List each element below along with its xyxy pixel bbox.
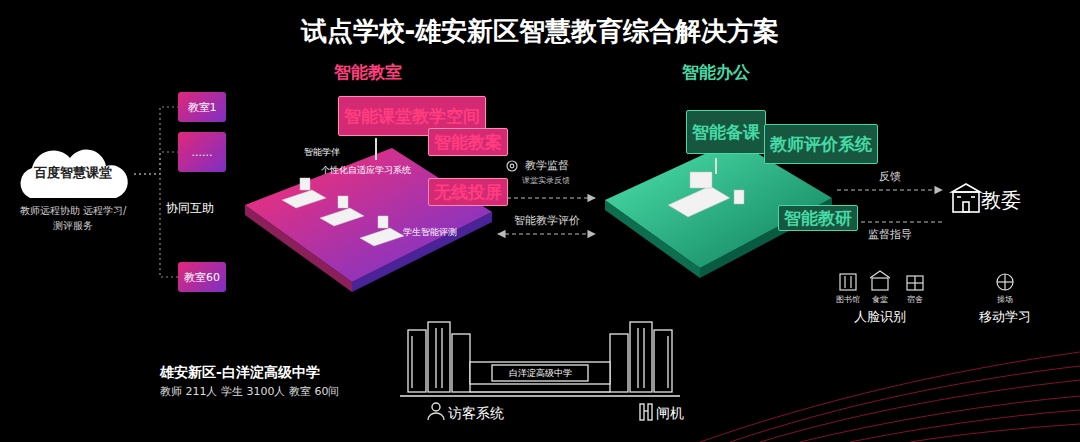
node-label: 教室60	[184, 270, 220, 285]
text-label: 智能学伴	[304, 147, 340, 158]
classroom-box: 教室60	[178, 262, 226, 292]
webcam-icon	[507, 161, 517, 171]
screen-box: 教师评价系统	[764, 124, 878, 164]
classroom-box: ......	[178, 132, 226, 172]
bracket-connector	[134, 174, 178, 277]
node-label: 智能教研	[784, 208, 852, 228]
arrow-connector	[837, 189, 942, 190]
classroom-platform: 智能教室智能课堂教学空间智能教案无线投屏	[240, 62, 495, 297]
text-label: 雄安新区-白洋淀高级中学	[160, 364, 320, 381]
text-label: 学生智能评测	[403, 227, 457, 238]
text-label: 人脸识别	[854, 309, 906, 325]
text-label: 闸机	[656, 405, 684, 422]
text-label: 操场	[997, 295, 1013, 305]
classroom-platform	[245, 138, 492, 292]
screen-box: 无线投屏	[428, 178, 508, 206]
node-label: 智能办公	[598, 62, 834, 82]
bracket-connector	[134, 152, 178, 174]
node-label: 智能备课	[692, 122, 760, 142]
edge-label: 监督指导	[865, 228, 915, 241]
education-bureau-icon	[952, 184, 980, 212]
classroom-box: 教室1	[178, 92, 226, 122]
title: 试点学校-雄安新区智慧教育综合解决方案	[0, 14, 1080, 49]
school-gate	[400, 322, 680, 396]
bureau-node: 教委	[945, 178, 1040, 222]
arrow-connector	[498, 197, 595, 198]
office-platform: 智能办公智能备课教师评价系统智能教研	[598, 62, 834, 277]
screen-box: 智能备课	[686, 110, 766, 154]
node-label: 教师评价系统	[770, 134, 872, 154]
visitor-icon	[428, 403, 444, 420]
node-label: 智能教案	[434, 132, 502, 152]
node-label: 智能教室	[240, 62, 495, 82]
arrow-connector	[498, 233, 595, 234]
node-subtitle: 教师远程协助 远程学习/测评服务	[12, 204, 134, 233]
facility-icons	[840, 271, 1013, 290]
text-label: 图书馆	[836, 295, 860, 305]
node-label: ......	[192, 146, 213, 159]
bracket-connector	[134, 107, 178, 174]
text-label: 白洋淀高级中学	[509, 368, 572, 379]
edge-label: 反馈	[876, 170, 904, 183]
node-label: 无线投屏	[434, 182, 502, 202]
text-label: 课堂实录反馈	[522, 176, 570, 186]
node-label: 教室1	[188, 100, 217, 115]
text-label: 个性化自适应学习系统	[321, 165, 411, 176]
cloud-node: 百度智慧课堂教师远程协助 远程学习/测评服务	[12, 150, 134, 245]
text-label: 协同互助	[166, 201, 214, 215]
bottom-streaks	[700, 352, 1080, 442]
text-label: 宿舍	[907, 295, 923, 305]
text-label: 移动学习	[979, 309, 1031, 325]
turnstile-icon	[640, 404, 652, 420]
node-label: 教委	[981, 187, 1021, 214]
text-label: 访客系统	[448, 405, 504, 422]
text-label: 食堂	[872, 295, 888, 305]
node-label: 智能课堂教学空间	[344, 106, 480, 126]
node-label: 百度智慧课堂	[12, 150, 134, 196]
edge-label: 智能教学评价	[511, 214, 583, 227]
screen-box: 智能教研	[778, 205, 858, 231]
screen-box: 智能教案	[428, 128, 508, 156]
text-label: 教师 211人 学生 3100人 教室 60间	[160, 385, 339, 398]
edge-label: 教学监督	[522, 159, 572, 172]
